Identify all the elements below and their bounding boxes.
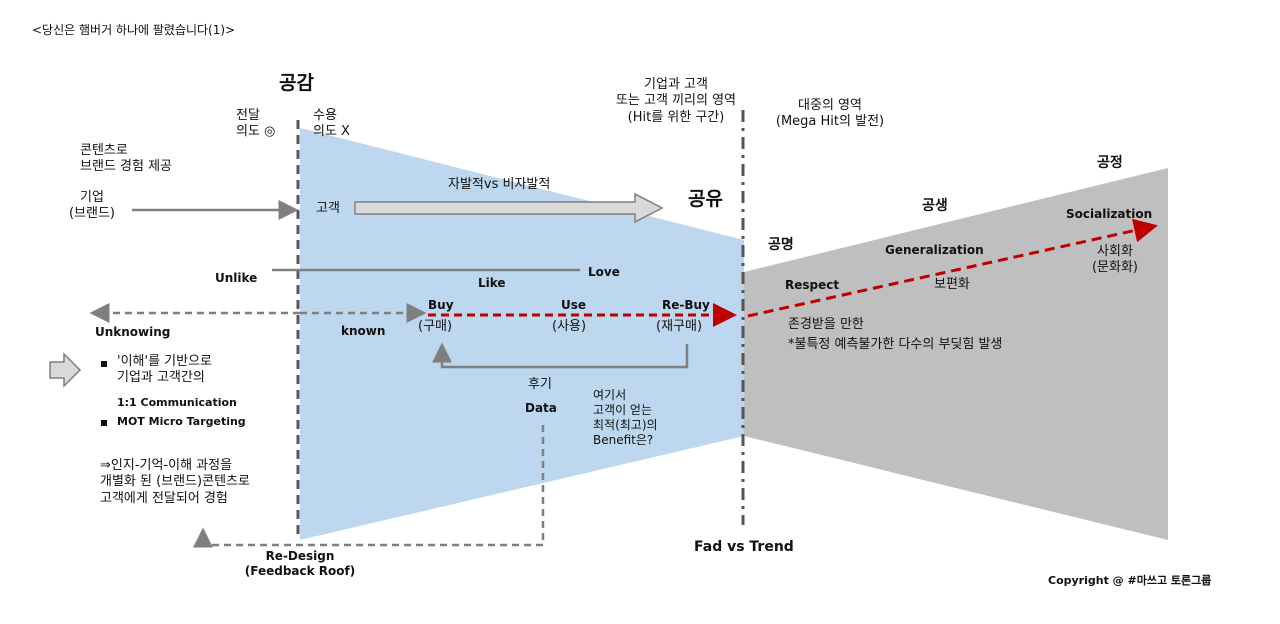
expansion-gray-region (744, 168, 1168, 540)
generalization-kr-label: 보편화 (934, 277, 970, 292)
rebuy-to-buy-feedback-arrow (432, 342, 689, 369)
like-label: Like (478, 276, 506, 290)
bullet-mot-targeting: MOT Micro Targeting (117, 415, 246, 428)
socialization-red-arrow (747, 218, 1158, 318)
stage-gongjeong: 공정 (1097, 155, 1123, 171)
use-label: Use (561, 298, 587, 312)
company-brand-label: 기업 (브랜드) (68, 190, 116, 222)
generalization-label: Generalization (885, 243, 984, 257)
voluntary-label: 자발적vs 비자발적 (448, 177, 551, 192)
acceptance-intent-label: 수용 의도 X (313, 108, 350, 140)
love-label: Love (588, 265, 620, 279)
redesign-label: Re-Design (Feedback Roof) (244, 549, 356, 578)
buy-kr-label: (구매) (418, 319, 453, 334)
page-title: <당신은 햄버거 하나에 팔렸습니다(1)> (32, 23, 236, 37)
rebuy-label: Re-Buy (662, 298, 710, 312)
socialization-label: Socialization (1066, 207, 1153, 221)
copyright: Copyright @ #마쓰고 토론그룹 (1048, 574, 1212, 587)
delivery-intent-label: 전달 의도 ◎ (236, 108, 276, 140)
respect-label: Respect (785, 278, 840, 292)
bullet-marker-2 (101, 420, 107, 426)
customer-label: 고객 (316, 201, 340, 216)
stage-gonggam: 공감 (279, 72, 314, 94)
left-block-arrow-icon (49, 352, 82, 388)
known-label: known (341, 324, 386, 338)
conclusion-text: ⇒인지-기억-이해 과정을 개별화 된 (브랜드)콘텐츠로 고객에게 전달되어 … (100, 458, 250, 506)
funnel-blue-region (300, 128, 744, 540)
rebuy-kr-label: (재구매) (656, 319, 703, 334)
bullet-marker-1 (101, 361, 107, 367)
bullet-understanding: '이해'를 기반으로 기업과 고객간의 (117, 354, 212, 386)
socialization-kr-label: 사회화 (문화화) (1091, 244, 1139, 276)
mass-domain-label: 대중의 영역 (Mega Hit의 발전) (775, 98, 885, 130)
content-offer-label: 콘텐츠로 브랜드 경험 제공 (80, 143, 172, 175)
stage-gongmyeong: 공명 (768, 237, 794, 253)
voluntary-block-arrow (354, 192, 664, 224)
stage-gongsaeng: 공생 (922, 198, 948, 214)
bullet-communication: 1:1 Communication (117, 396, 237, 409)
use-kr-label: (사용) (552, 319, 587, 334)
buy-label: Buy (428, 298, 454, 312)
unknowing-label: Unknowing (95, 325, 171, 339)
unlike-label: Unlike (215, 271, 258, 285)
data-label: Data (525, 401, 557, 415)
review-label: 후기 (528, 377, 552, 392)
company-customer-domain-label: 기업과 고객 또는 고객 끼리의 영역 (Hit를 위한 구간) (615, 77, 737, 125)
fad-vs-trend-label: Fad vs Trend (694, 539, 794, 555)
redesign-dashed-loop (193, 425, 545, 548)
respect-kr-text: 존경받을 만한 *불특정 예측불가한 다수의 부딪힘 발생 (788, 317, 1003, 352)
stage-gongyu: 공유 (688, 188, 723, 210)
benefit-question: 여기서 고객이 얻는 최적(최고)의 Benefit은? (593, 388, 658, 447)
